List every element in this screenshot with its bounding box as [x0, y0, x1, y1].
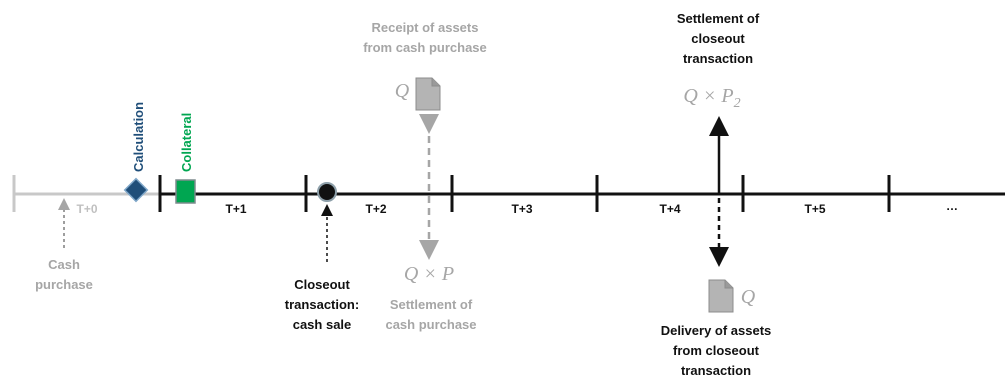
day-label-t3: T+3	[511, 202, 532, 216]
receipt-label-line1: Receipt of assets	[372, 20, 479, 35]
document-icon-fold	[431, 78, 440, 87]
closeout-label-line2: transaction:	[285, 297, 359, 312]
day-label-t0: T+0	[76, 202, 97, 216]
settlement-cash-formula: Q × P	[404, 263, 454, 285]
calculation-diamond-icon	[123, 177, 149, 203]
delivery-label-line3: transaction	[681, 363, 751, 378]
day-label-t5: T+5	[804, 202, 825, 216]
receipt-label-line2: from cash purchase	[363, 40, 487, 55]
receipt-quantity: Q	[395, 80, 410, 102]
closeout-circle-icon	[317, 182, 337, 202]
settlement-closeout-label-line1: Settlement of	[677, 11, 760, 26]
settlement-closeout-formula: Q × P2	[683, 85, 740, 111]
cash-purchase-label-line1: Cash	[48, 257, 80, 272]
closeout-label-line1: Closeout	[294, 277, 350, 292]
settlement-cash-label-line1: Settlement of	[390, 297, 473, 312]
day-label-t4: T+4	[659, 202, 680, 216]
calculation-label: Calculation	[131, 102, 146, 172]
delivery-quantity: Q	[741, 286, 756, 308]
day-label-ellipsis: …	[946, 199, 958, 213]
collateral-label: Collateral	[179, 113, 194, 172]
settlement-cash-label-line2: cash purchase	[385, 317, 476, 332]
settlement-closeout-label-line3: transaction	[683, 51, 753, 66]
collateral-square-icon	[175, 179, 196, 204]
day-label-t2: T+2	[365, 202, 386, 216]
cash-purchase-label-line2: purchase	[35, 277, 93, 292]
document-icon-fold	[724, 280, 733, 289]
settlement-closeout-label-line2: closeout	[691, 31, 745, 46]
day-label-t1: T+1	[225, 202, 246, 216]
delivery-label-line2: from closeout	[673, 343, 760, 358]
delivery-label-line1: Delivery of assets	[661, 323, 772, 338]
closeout-label-line3: cash sale	[293, 317, 352, 332]
